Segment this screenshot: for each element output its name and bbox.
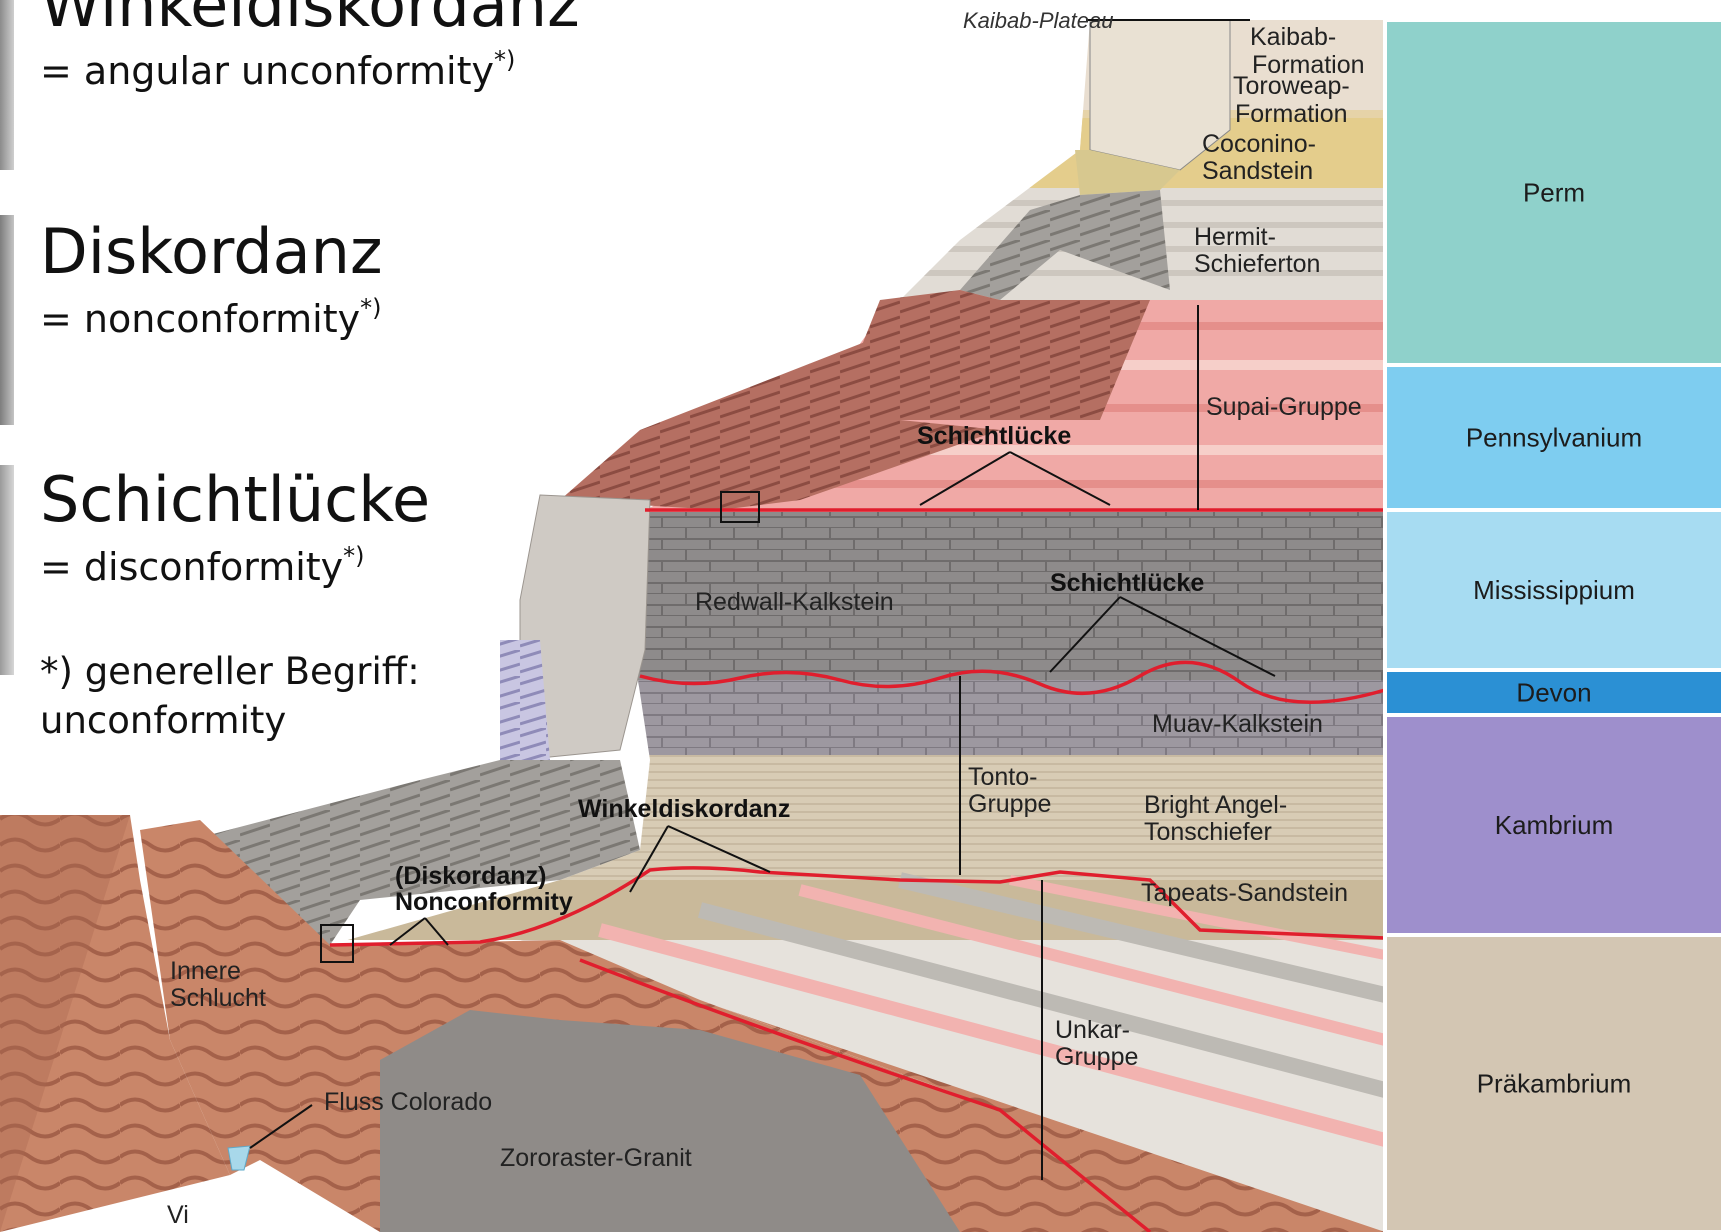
label-hermit-1: Hermit- xyxy=(1194,223,1276,251)
label-bright-angel-1: Bright Angel- xyxy=(1144,791,1287,819)
label-tonto-1: Tonto- xyxy=(968,763,1037,791)
label-kaibab-plateau: Kaibab-Plateau xyxy=(963,8,1113,33)
label-toroweap-2: Formation xyxy=(1235,100,1348,128)
period-label-5: Kambrium xyxy=(1495,810,1613,840)
period-label-3: Mississippium xyxy=(1473,575,1635,605)
label-coconino-1: Coconino- xyxy=(1202,130,1316,158)
label-tonto-2: Gruppe xyxy=(968,790,1051,818)
label-supai: Supai-Gruppe xyxy=(1206,393,1362,421)
label-unkar-1: Unkar- xyxy=(1055,1016,1130,1044)
label-muav: Muav-Kalkstein xyxy=(1152,710,1323,738)
label-schichtluecke-middle: Schichtlücke xyxy=(1050,569,1204,597)
period-label-2: Pennsylvanium xyxy=(1466,423,1642,453)
label-innere-2: Schlucht xyxy=(170,984,266,1012)
cliff-supai-upper xyxy=(860,290,1150,420)
label-granit: Zororaster-Granit xyxy=(500,1144,692,1172)
label-toroweap-1: Toroweap- xyxy=(1233,72,1350,100)
label-bright-angel-2: Tonschiefer xyxy=(1144,818,1272,846)
label-innere-1: Innere xyxy=(170,957,241,985)
period-column: PermPennsylvaniumMississippiumDevonKambr… xyxy=(1385,20,1723,1232)
label-hermit-2: Schieferton xyxy=(1194,250,1320,278)
period-label-1: Perm xyxy=(1523,178,1585,208)
label-tapeats: Tapeats-Sandstein xyxy=(1141,879,1348,907)
label-fluss: Fluss Colorado xyxy=(324,1088,492,1116)
period-label-6: Präkambrium xyxy=(1477,1069,1632,1099)
label-diskordanz-2: Nonconformity xyxy=(395,888,573,916)
label-kaibab-1: Kaibab- xyxy=(1250,23,1336,51)
period-label-4: Devon xyxy=(1516,678,1591,708)
label-unkar-2: Gruppe xyxy=(1055,1043,1138,1071)
label-schichtluecke-upper: Schichtlücke xyxy=(917,422,1071,450)
label-redwall: Redwall-Kalkstein xyxy=(695,588,894,616)
label-diskordanz-1: (Diskordanz) xyxy=(395,862,546,890)
label-vi: Vi xyxy=(167,1201,189,1229)
label-coconino-2: Sandstein xyxy=(1202,157,1313,185)
label-winkeldiskordanz: Winkeldiskordanz xyxy=(578,795,790,823)
